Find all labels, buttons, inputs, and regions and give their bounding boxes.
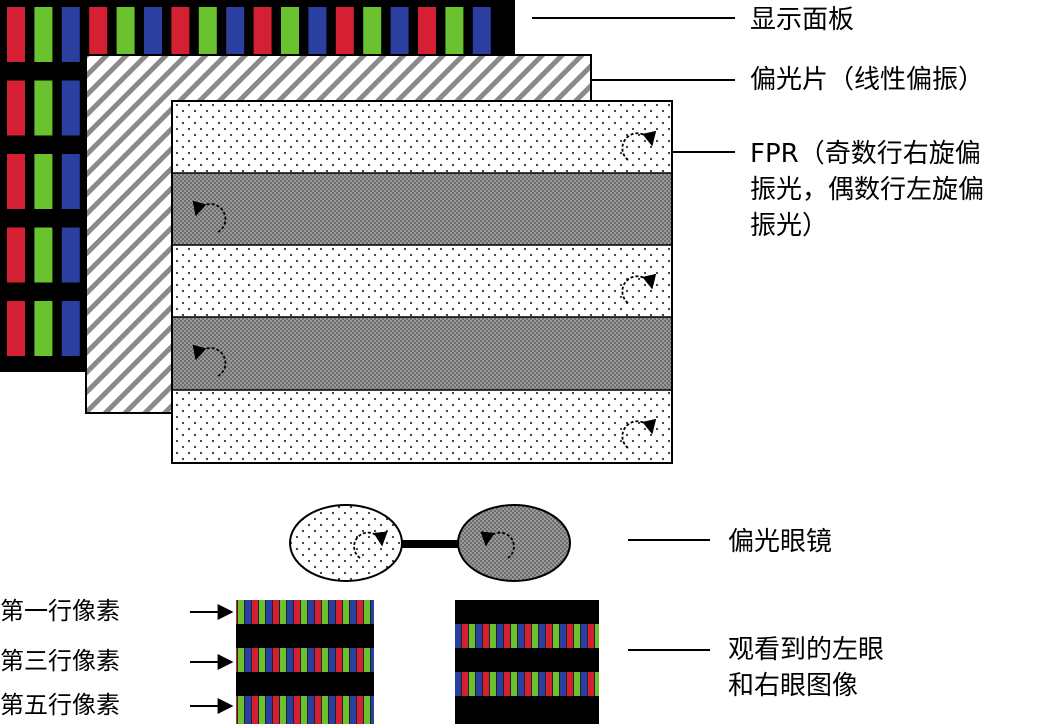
panel-subpixel [7,227,25,283]
pixel-row [455,672,599,696]
panel-subpixel [7,154,25,209]
pixel-row [236,696,374,724]
right-rotation-icon [621,273,657,304]
row-label-3: 第三行像素 [0,647,120,675]
pixel-row [236,600,374,624]
right-rotation-icon [353,531,388,559]
label-result: 观看到的左眼 和右眼图像 [728,632,884,704]
panel-subpixel [445,7,464,62]
right-eye-image [455,600,599,724]
panel-subpixel [281,7,299,62]
panel-subpixel [61,227,80,283]
black-row [455,648,599,672]
panel-subpixel [7,7,25,62]
fpr-film [171,100,673,464]
label-glasses: 偏光眼镜 [728,527,833,557]
panel-subpixel [34,227,53,283]
label-display-panel: 显示面板 [750,5,855,35]
panel-subpixel [226,7,245,62]
panel-subpixel [308,7,327,62]
panel-subpixel [34,154,53,209]
left-rotation-icon [480,531,515,559]
label-fpr-line3: 振光） [750,211,829,241]
right-rotation-icon [621,130,657,161]
label-fpr: FPR（奇数行右旋偏 振光，偶数行左旋偏 振光） [750,136,984,244]
panel-subpixel [335,7,354,62]
panel-subpixel [61,7,80,62]
panel-subpixel [171,7,190,62]
panel-subpixel [418,7,436,62]
panel-subpixel [61,301,80,356]
fpr-row-1 [172,101,672,173]
panel-subpixel [390,7,409,62]
label-polarizer: 偏光片（线性偏振） [750,65,985,95]
fpr-row-3 [172,245,672,317]
black-row [236,624,374,648]
panel-subpixel [7,80,25,136]
panel-subpixel [198,7,217,62]
panel-subpixel [34,301,53,356]
left-rotation-icon [192,200,227,233]
left-eye-image [236,600,374,724]
panel-subpixel [61,80,80,136]
fpr-row-2 [172,173,672,245]
left-lens [289,504,403,582]
right-rotation-icon [621,418,657,449]
left-rotation-icon [192,344,227,377]
pixel-row [455,624,599,648]
panel-subpixel [34,7,53,62]
black-row [236,672,374,696]
black-row [455,696,599,724]
label-result-line1: 观看到的左眼 [728,635,885,665]
panel-subpixel [116,7,135,62]
label-fpr-line1: FPR（奇数行右旋偏 [750,139,981,169]
fpr-row-4 [172,317,672,390]
label-fpr-line2: 振光，偶数行左旋偏 [750,175,985,205]
glasses-bridge [398,540,462,548]
label-result-line2: 和右眼图像 [728,671,859,701]
polarized-glasses [289,504,571,582]
panel-subpixel [144,7,162,62]
panel-subpixel [61,154,80,209]
row-label-5: 第五行像素 [0,691,120,719]
panel-subpixel [7,301,25,356]
panel-subpixel [89,7,108,62]
black-row [455,600,599,624]
fpr-row-5 [172,390,672,463]
panel-subpixel [253,7,272,62]
row-label-1: 第一行像素 [0,597,120,625]
panel-subpixel [34,80,53,136]
panel-subpixel [363,7,382,62]
panel-subpixel [472,7,491,62]
pixel-row [236,648,374,672]
